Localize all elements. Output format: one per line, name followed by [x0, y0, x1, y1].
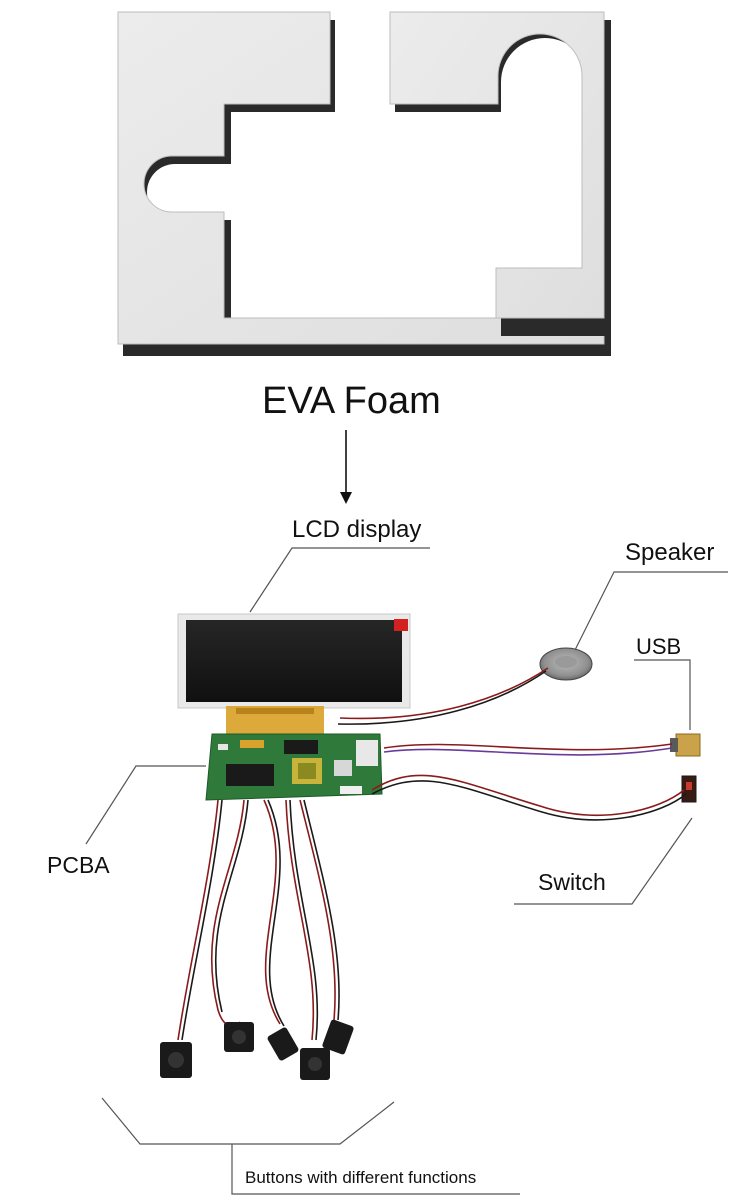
speaker-label: Speaker — [625, 539, 715, 566]
switch-icon — [681, 775, 697, 803]
wires — [177, 667, 687, 1041]
leader-lines — [85, 547, 728, 1195]
usb-label: USB — [636, 634, 682, 659]
lcd-display — [177, 613, 411, 734]
buttons-label: Buttons with different functions — [245, 1168, 477, 1187]
pcba-board — [205, 733, 383, 801]
pcba-label: PCBA — [47, 852, 110, 878]
eva-foam-right-piece — [389, 11, 611, 336]
switch-label: Switch — [538, 869, 606, 895]
eva-foam-left-piece — [117, 11, 611, 356]
push-button-icon — [160, 1019, 354, 1080]
title-label: EVA Foam — [262, 380, 441, 422]
down-arrow-icon — [340, 430, 352, 504]
usb-connector-icon — [670, 733, 701, 757]
lcd-display-label: LCD display — [292, 516, 422, 543]
speaker-icon — [539, 647, 593, 681]
